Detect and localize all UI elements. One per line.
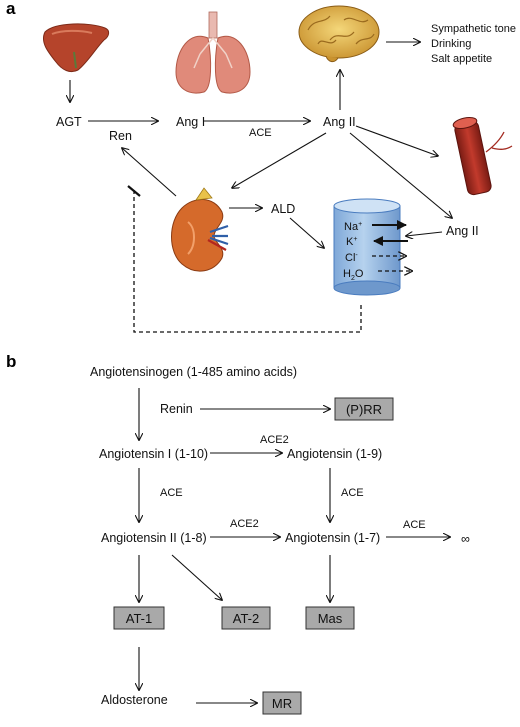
mas-label: Mas — [318, 611, 343, 626]
ace-left-label: ACE — [160, 487, 183, 499]
feedback-dashed-line — [133, 190, 362, 333]
ang2-vessel-label: Ang II — [446, 224, 479, 238]
ion-h2o-label: H2O — [343, 268, 364, 282]
brain-effect-1: Drinking — [431, 38, 471, 50]
prr-label: (P)RR — [346, 402, 382, 417]
brain-effect-0: Sympathetic tone — [431, 23, 516, 35]
ace-far-label: ACE — [403, 519, 426, 531]
ace-right-label: ACE — [341, 487, 364, 499]
ang-1-10-label: Angiotensin I (1-10) — [99, 447, 208, 461]
liver-icon — [42, 23, 110, 73]
mas-box — [305, 606, 355, 630]
mr-box — [262, 691, 302, 715]
ang-1-7-label: Angiotensin (1-7) — [285, 531, 380, 545]
mr-label: MR — [272, 696, 292, 711]
ang1-label: Ang I — [176, 115, 205, 129]
arrow-ang2-angII-duct — [349, 132, 452, 218]
ace2-top-label: ACE2 — [260, 434, 289, 446]
arrow-kidney-ren — [122, 148, 177, 197]
arrow-ang18-at2 — [171, 554, 222, 600]
ang-1-8-label: Angiotensin II (1-8) — [101, 531, 207, 545]
at2-box — [221, 606, 271, 630]
ace2-mid-label: ACE2 — [230, 518, 259, 530]
aldosterone-label: Aldosterone — [101, 693, 168, 707]
lungs-icon — [175, 11, 251, 94]
at1-box — [113, 606, 165, 630]
kidney-icon — [171, 187, 229, 272]
brain-icon — [298, 5, 380, 63]
arrow-ang2-kidney — [232, 132, 327, 188]
ang-1-9-label: Angiotensin (1-9) — [287, 447, 382, 461]
ion-cl-label: Cl- — [345, 252, 358, 264]
panel-a-letter: a — [6, 0, 16, 18]
ace-label-a: ACE — [249, 127, 272, 139]
collecting-duct-cylinder — [333, 198, 401, 296]
ald-label: ALD — [271, 202, 295, 216]
angiotensinogen-label: Angiotensinogen (1-485 amino acids) — [90, 365, 297, 379]
blood-vessel-icon — [452, 117, 513, 196]
prr-box — [334, 397, 394, 421]
arrow-ald-duct — [289, 217, 324, 248]
agt-label: AGT — [56, 115, 82, 129]
ren-label: Ren — [109, 129, 132, 143]
arrow-angII-duct — [406, 232, 443, 236]
arrow-ang2-vessel — [355, 125, 438, 156]
at2-label: AT-2 — [233, 611, 260, 626]
at1-label: AT-1 — [126, 611, 153, 626]
infinity-symbol: ∞ — [461, 532, 470, 546]
ion-na-label: Na+ — [344, 221, 362, 233]
ang2-label: Ang II — [323, 115, 356, 129]
renin-label: Renin — [160, 402, 193, 416]
brain-effect-2: Salt appetite — [431, 53, 492, 65]
ion-k-label: K+ — [346, 236, 357, 248]
panel-b-letter: b — [6, 352, 16, 371]
feedback-inhibition-bar — [127, 185, 141, 197]
